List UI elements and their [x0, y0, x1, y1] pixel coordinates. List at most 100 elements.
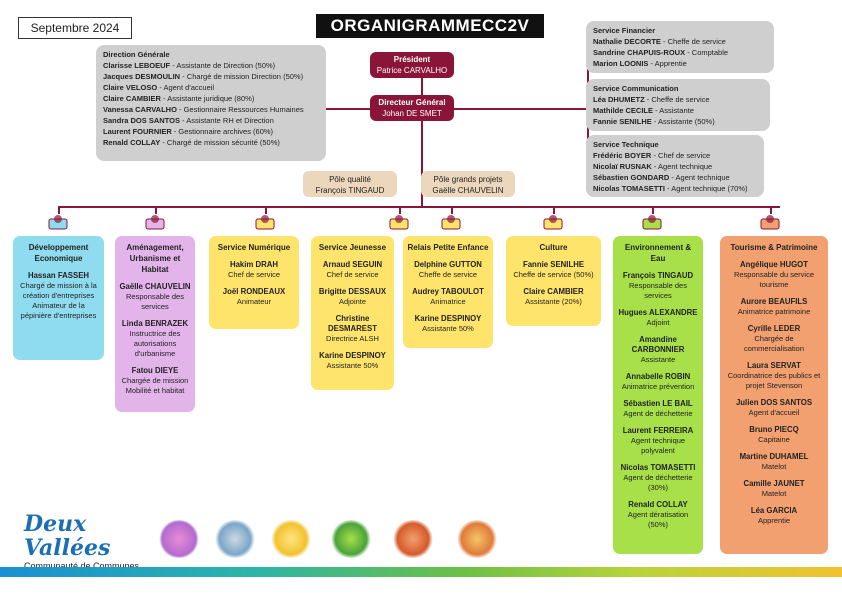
member-name: Fannie SENILHE: [593, 117, 652, 126]
staff-role: Animatrice: [430, 297, 466, 306]
member-role: - Gestionnaire Ressources Humaines: [176, 105, 304, 114]
member-row: Nicolaï RUSNAK - Agent technique: [593, 161, 757, 172]
direction-generale-header: Direction Générale: [103, 50, 170, 59]
staff-name: Angélique HUGOT: [739, 260, 808, 269]
dg-box: Directeur Général Johan DE SMET: [370, 95, 454, 121]
member-row: Clarisse LEBOEUF - Assistante de Directi…: [103, 60, 319, 71]
president-title: Président: [393, 55, 431, 64]
dg-title: Directeur Général: [378, 98, 446, 107]
member-role: - Assistante juridique (80%): [160, 94, 255, 103]
member-role: - Cheffe de service: [644, 95, 710, 104]
staff-role: Animateur: [236, 297, 272, 306]
staff-name: Amandine CARBONNIER: [631, 335, 685, 354]
member-role: - Cheffe de service: [660, 37, 726, 46]
staff-role: Instructrice des autorisations d'urbanis…: [129, 329, 181, 358]
staff-name: Laura SERVAT: [747, 361, 801, 370]
staff-name: Joël RONDEAUX: [222, 287, 286, 296]
service-technique-box: Service Technique Frédéric BOYER - Chef …: [586, 135, 764, 197]
staff-name: Audrey TABOULOT: [412, 287, 484, 296]
page-title: ORGANIGRAMMECC2V: [316, 14, 544, 38]
staff-name: Claire CAMBIER: [523, 287, 584, 296]
department-header: Développement Economique: [28, 243, 89, 263]
staff-role: Cheffe de service: [418, 270, 478, 279]
member-name: Léa DHUMETZ: [593, 95, 645, 104]
member-row: Nathalie DECORTE - Cheffe de service: [593, 36, 767, 47]
horizontal-dg-line: [325, 108, 587, 110]
member-role: - Gestionnaire archives (60%): [171, 127, 274, 136]
illustration-digital-icon: [214, 520, 256, 558]
member-name: Vanessa CARVALHO: [103, 105, 177, 114]
staff-name: Brigitte DESSAUX: [318, 287, 387, 296]
member-row: Renald COLLAY - Chargé de mission sécuri…: [103, 137, 319, 148]
horizontal-columns-line: [58, 206, 780, 208]
vertical-main-line: [421, 62, 423, 208]
staff-name: Léa GARCIA: [750, 506, 798, 515]
member-name: Jacques DESMOULIN: [103, 72, 181, 81]
member-row: Claire VELOSO - Agent d'accueil: [103, 82, 319, 93]
staff-name: Sébastien LE BAIL: [623, 399, 693, 408]
member-row: Marion LOONIS - Apprentie: [593, 58, 767, 69]
staff-name: Fannie SENILHE: [522, 260, 585, 269]
staff-name: Martine DUHAMEL: [739, 452, 809, 461]
illustration-environment-icon: [330, 520, 372, 558]
staff-name: Hugues ALEXANDRE: [618, 308, 698, 317]
childhood-icon: [440, 213, 462, 231]
column-connector: [265, 206, 267, 214]
member-row: Mathilde CECILE - Assistante: [593, 105, 763, 116]
member-name: Laurent FOURNIER: [103, 127, 172, 136]
department-header: Tourisme & Patrimoine: [730, 243, 818, 252]
dg-name: Johan DE SMET: [382, 109, 442, 118]
staff-role: Adjoint: [646, 318, 670, 327]
member-row: Claire CAMBIER - Assistante juridique (8…: [103, 93, 319, 104]
column-connector: [652, 206, 654, 214]
member-name: Marion LOONIS: [593, 59, 649, 68]
staff-role: Agent dératisation (50%): [627, 510, 689, 529]
youth-icon: [388, 213, 410, 231]
staff-role: Matelot: [761, 462, 787, 471]
illustration-development-icon: [158, 520, 200, 558]
member-name: Sandra DOS SANTOS: [103, 116, 180, 125]
staff-role: Chargée de commercialisation: [743, 334, 805, 353]
pole-qualite-name: François TINGAUD: [315, 186, 385, 195]
staff-role: Chef de service: [326, 270, 379, 279]
service-financier-box: Service Financier Nathalie DECORTE - Che…: [586, 21, 774, 73]
member-role: - Assistante RH et Direction: [179, 116, 274, 125]
direction-generale-box: Direction Générale Clarisse LEBOEUF - As…: [96, 45, 326, 161]
column-connector: [553, 206, 555, 214]
staff-role: Matelot: [761, 489, 787, 498]
member-row: Sandrine CHAPUIS-ROUX - Comptable: [593, 47, 767, 58]
member-name: Renald COLLAY: [103, 138, 161, 147]
member-role: - Chef de service: [651, 151, 711, 160]
illustration-tourism-icon: [456, 520, 498, 558]
environment-icon: [641, 213, 663, 231]
member-name: Claire CAMBIER: [103, 94, 161, 103]
column-connector: [58, 206, 60, 214]
staff-role: Responsable des services: [629, 281, 687, 300]
staff-name: Gaëlle CHAUVELIN: [119, 282, 191, 291]
staff-name: Cyrille LEDER: [747, 324, 801, 333]
member-role: - Assistante: [653, 106, 694, 115]
column-connector: [770, 206, 772, 214]
service-communication-header: Service Communication: [593, 84, 679, 93]
member-role: - Comptable: [685, 48, 729, 57]
staff-name: Annabelle ROBIN: [625, 372, 691, 381]
